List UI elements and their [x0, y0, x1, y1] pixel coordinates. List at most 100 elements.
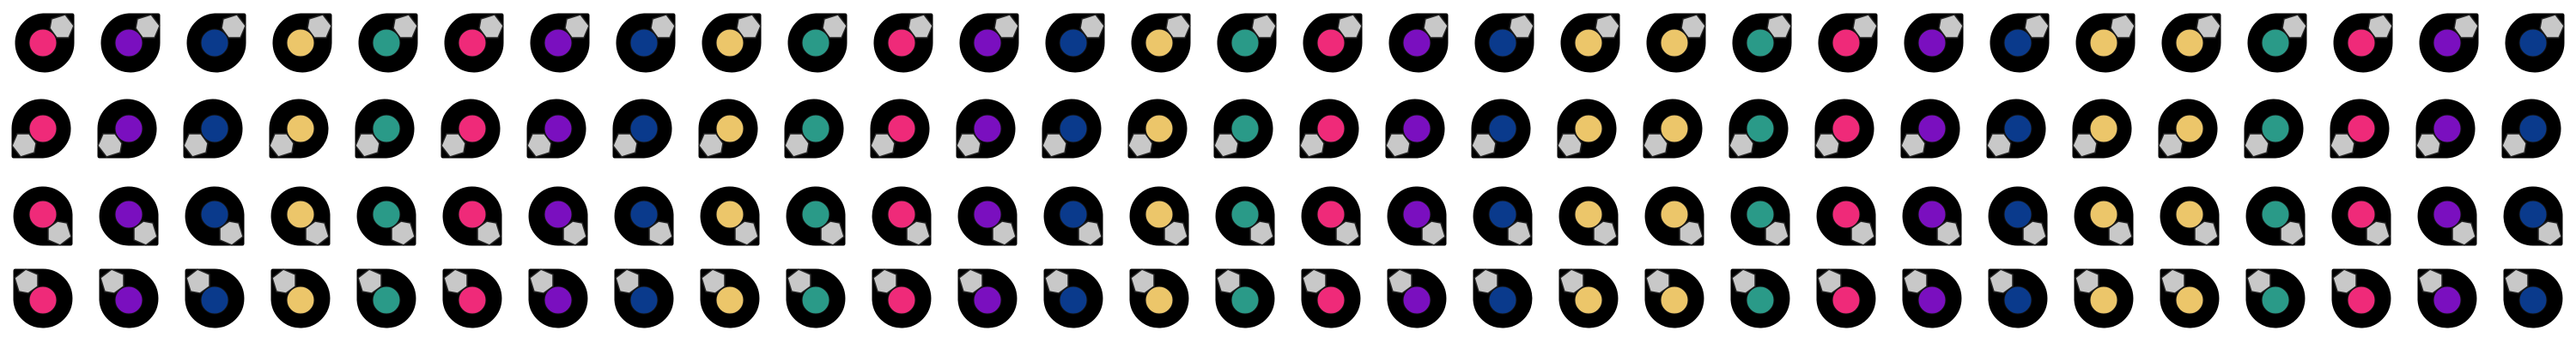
- gem-sprite: [2061, 257, 2147, 343]
- shard-icon: [1249, 220, 1274, 246]
- gem-dot-icon: [1402, 28, 1431, 57]
- teardrop-icon: [2330, 10, 2396, 75]
- teardrop-icon: [1470, 266, 1535, 331]
- gem-sprite: [343, 86, 429, 172]
- teardrop-icon: [697, 266, 762, 331]
- gem-sprite: [1546, 0, 1631, 86]
- gem-dot-icon: [114, 286, 143, 315]
- shard-icon: [2367, 14, 2393, 39]
- gem-dot-icon: [1660, 200, 1689, 229]
- teardrop-icon: [1298, 184, 1364, 249]
- gem-sprite: [86, 86, 172, 172]
- teardrop-icon: [2241, 96, 2306, 161]
- gem-sprite: [1030, 0, 1116, 86]
- teardrop-icon: [1558, 10, 1623, 75]
- gem-sprite: [1717, 172, 1803, 257]
- shard-icon: [2194, 220, 2219, 246]
- shard-icon: [1213, 133, 1239, 158]
- teardrop-icon: [1214, 10, 1279, 75]
- shard-icon: [133, 220, 158, 246]
- teardrop-icon: [2415, 184, 2480, 249]
- gem-dot-icon: [1746, 28, 1775, 57]
- gem-sprite: [0, 86, 86, 172]
- gem-sprite: [1631, 86, 1717, 172]
- gem-dot-icon: [1488, 286, 1517, 315]
- teardrop-icon: [1985, 184, 2050, 249]
- gem-dot-icon: [114, 114, 143, 143]
- gem-dot-icon: [2518, 114, 2548, 143]
- gem-dot-icon: [1574, 286, 1603, 315]
- shard-icon: [2246, 268, 2271, 294]
- shard-icon: [1421, 220, 1446, 246]
- teardrop-icon: [9, 96, 74, 161]
- gem-dot-icon: [1402, 200, 1431, 229]
- gem-dot-icon: [1316, 286, 1346, 315]
- gem-dot-icon: [2261, 28, 2290, 57]
- teardrop-icon: [869, 184, 934, 249]
- gem-dot-icon: [1402, 114, 1431, 143]
- gem-dot-icon: [28, 28, 58, 57]
- gem-dot-icon: [1316, 114, 1346, 143]
- gem-sprite: [1460, 257, 1546, 343]
- shard-icon: [1079, 14, 1105, 39]
- gem-sprite: [687, 0, 773, 86]
- shard-icon: [2160, 268, 2185, 294]
- teardrop-icon: [2502, 10, 2567, 75]
- shard-icon: [992, 220, 1017, 246]
- teardrop-icon: [96, 184, 161, 249]
- gem-sprite: [1460, 0, 1546, 86]
- gem-dot-icon: [715, 286, 744, 315]
- gem-sprite: [859, 86, 945, 172]
- gem-dot-icon: [1746, 114, 1775, 143]
- gem-sprite: [1202, 257, 1288, 343]
- teardrop-icon: [1814, 184, 1879, 249]
- gem-sprite: [601, 172, 687, 257]
- teardrop-icon: [268, 184, 333, 249]
- teardrop-icon: [1987, 10, 2052, 75]
- shard-icon: [2418, 268, 2443, 294]
- teardrop-icon: [1556, 266, 1621, 331]
- gem-sprite: [773, 257, 859, 343]
- gem-dot-icon: [1402, 286, 1431, 315]
- shard-icon: [529, 268, 554, 294]
- teardrop-icon: [611, 184, 677, 249]
- gem-sprite: [1116, 172, 1202, 257]
- gem-sprite: [1546, 172, 1631, 257]
- teardrop-icon: [1128, 10, 1194, 75]
- gem-dot-icon: [1832, 114, 1861, 143]
- gem-dot-icon: [1574, 28, 1603, 57]
- shard-icon: [1593, 220, 1618, 246]
- shard-icon: [701, 268, 726, 294]
- gem-dot-icon: [28, 286, 58, 315]
- gem-sprite: [859, 0, 945, 86]
- gem-dot-icon: [1316, 28, 1346, 57]
- gem-dot-icon: [28, 114, 58, 143]
- gem-dot-icon: [1230, 114, 1260, 143]
- gem-sprite: [343, 0, 429, 86]
- shard-icon: [615, 268, 640, 294]
- shard-icon: [1299, 133, 1325, 158]
- shard-icon: [1388, 268, 1413, 294]
- gem-dot-icon: [1746, 200, 1775, 229]
- shard-icon: [1127, 133, 1153, 158]
- gem-dot-icon: [2347, 28, 2376, 57]
- teardrop-icon: [955, 184, 1020, 249]
- gem-sprite: [343, 257, 429, 343]
- gem-sprite: [515, 0, 601, 86]
- shard-icon: [1165, 14, 1191, 39]
- teardrop-icon: [1729, 10, 1795, 75]
- gem-sprite: [86, 0, 172, 86]
- teardrop-icon: [94, 96, 160, 161]
- teardrop-icon: [1127, 266, 1192, 331]
- gem-dot-icon: [1574, 114, 1603, 143]
- gem-dot-icon: [544, 114, 573, 143]
- teardrop-icon: [1300, 10, 1365, 75]
- gem-sprite: [1803, 0, 1889, 86]
- shard-icon: [526, 133, 552, 158]
- gem-sprite: [2061, 86, 2147, 172]
- teardrop-icon: [1212, 184, 1278, 249]
- gem-dot-icon: [801, 114, 830, 143]
- teardrop-icon: [184, 10, 249, 75]
- gem-sprite: [0, 257, 86, 343]
- gem-dot-icon: [1316, 200, 1346, 229]
